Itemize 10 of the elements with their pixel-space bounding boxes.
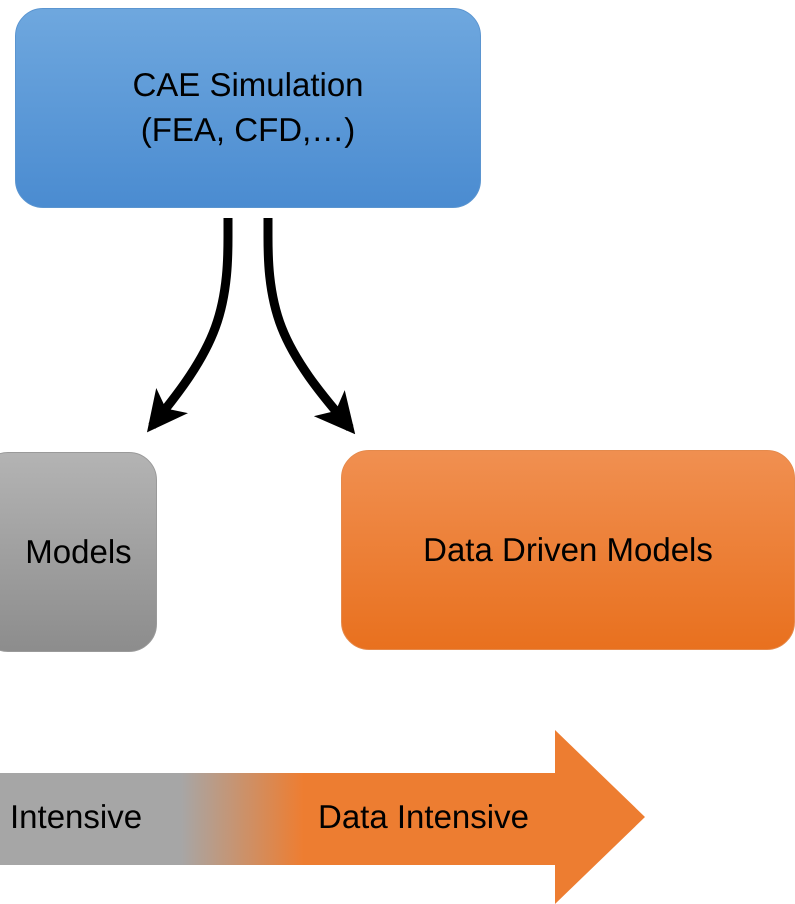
process-box: [341, 450, 795, 650]
arrow: [146, 218, 232, 432]
box-label: Data Driven Models: [423, 530, 713, 570]
process-box: [15, 8, 481, 208]
arrow: [264, 218, 356, 434]
box-label: CAE Simulation (FEA, CFD,…): [131, 65, 365, 150]
box-label: Models: [25, 532, 132, 572]
arrow-label: Intensive: [10, 797, 144, 837]
arrow-label: Data Intensive: [318, 797, 530, 837]
process-box: [0, 452, 157, 652]
